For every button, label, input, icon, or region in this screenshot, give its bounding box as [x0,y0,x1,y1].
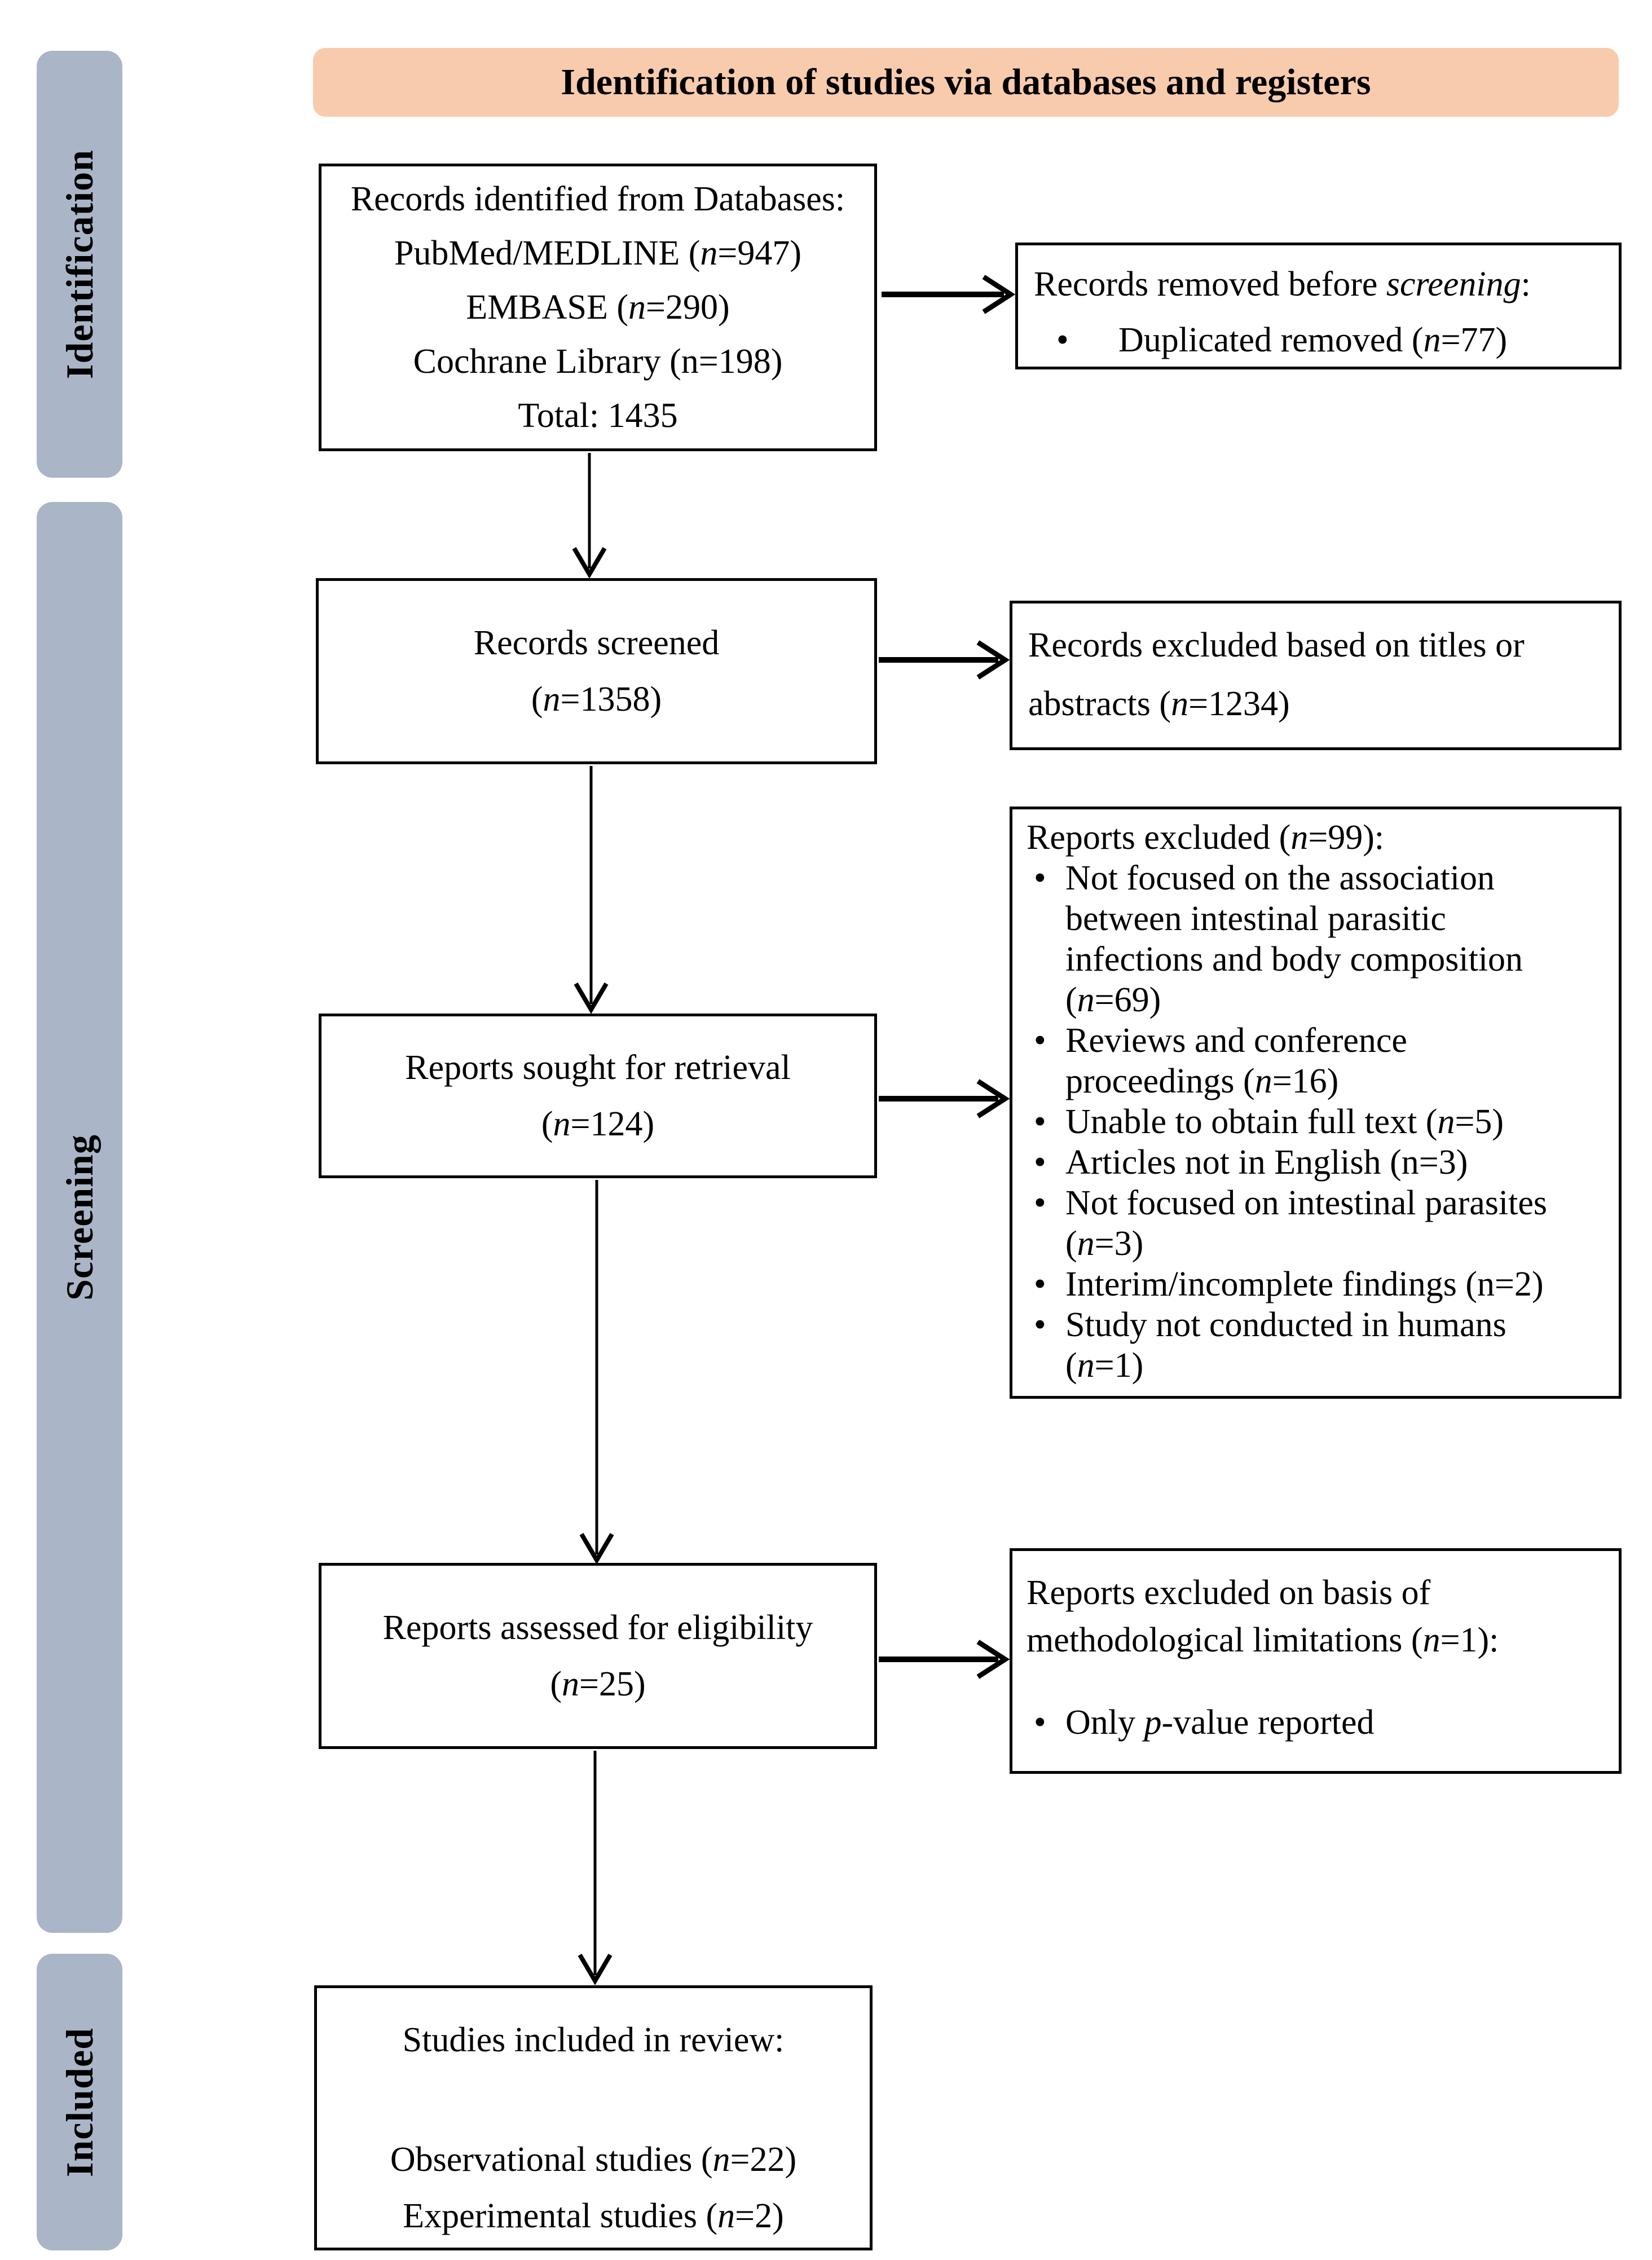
text-line: (n=25) [550,1665,646,1703]
text-line: Observational studies (n=22) [390,2140,797,2179]
bullet-marker: • [1056,321,1069,359]
text-line: Total: 1435 [518,397,678,435]
box-records-identified: Records identified from Databases: PubMe… [319,164,877,451]
text-line: PubMed/MEDLINE (n=947) [394,234,802,272]
text-line: Experimental studies (n=2) [403,2197,784,2235]
text-line: Studies included in review: [402,2021,785,2059]
bullet-marker: • [1034,859,1046,897]
bullet-marker: • [1034,1184,1046,1222]
arrow-identified-to-screened [572,453,607,579]
box-reports-excluded: Reports excluded (n=99): • Not focused o… [1010,807,1622,1399]
bullet-item: • Not focused on intestinal parasites (n… [1034,1184,1548,1263]
text-line: Reports sought for retrieval [405,1049,791,1087]
text-line: Reports excluded (n=99): [1027,818,1385,857]
arrow-screened-to-sought [574,766,609,1014]
diagram-title-banner: Identification of studies via databases … [313,48,1619,117]
text-line: Cochrane Library (n=198) [413,342,783,381]
bullet-item: • Duplicated removed (n=77) [1034,312,1602,368]
text-line: (n=124) [541,1105,655,1143]
text-line: Reports excluded on basis of methodologi… [1027,1574,1499,1659]
bullet-marker: • [1034,1103,1046,1141]
stage-bar-included: Included [37,1954,122,2250]
bullet-marker: • [1034,1143,1046,1182]
arrow-assessed-to-excluded-method [879,1640,1010,1679]
bullet-item: • Interim/incomplete findings (n=2) [1034,1265,1544,1303]
bullet-item: • Reviews and conference proceedings (n=… [1034,1021,1407,1100]
stage-label-identification: Identification [58,149,101,379]
box-reports-sought: Reports sought for retrieval (n=124) [319,1014,877,1178]
bullet-item: • Study not conducted in humans (n=1) [1034,1306,1506,1385]
bullet-marker: • [1034,1703,1046,1742]
arrow-sought-to-assessed [579,1180,614,1565]
box-records-excluded-titles: Records excluded based on titles or abst… [1010,601,1622,750]
arrow-identified-to-removed [882,275,1016,314]
bullet-marker: • [1034,1306,1046,1344]
box-studies-included: Studies included in review: Observationa… [314,1985,873,2250]
text-line: EMBASE (n=290) [466,288,730,327]
stage-label-included: Included [58,2027,101,2177]
text-line: Records excluded based on titles or abst… [1028,626,1525,723]
stage-bar-screening: Screening [37,502,122,1933]
arrow-assessed-to-included [578,1751,613,1985]
text-line: Records removed before screening: [1034,265,1531,303]
text-line: (n=1358) [531,680,662,719]
text-line: Records identified from Databases: [350,180,845,218]
box-records-screened: Records screened (n=1358) [316,578,877,764]
box-reports-excluded-methodological: Reports excluded on basis of methodologi… [1010,1548,1622,1774]
box-reports-assessed: Reports assessed for eligibility (n=25) [319,1563,877,1749]
bullet-marker: • [1034,1021,1046,1060]
bullet-item: • Not focused on the association between… [1034,859,1523,1019]
stage-bar-identification: Identification [37,51,122,478]
bullet-item: • Unable to obtain full text (n=5) [1034,1103,1504,1141]
bullet-item: • Articles not in English (n=3) [1034,1143,1468,1182]
arrow-screened-to-excluded-titles [879,640,1010,680]
bullet-item: • Only p-value reported [1012,1699,1619,1746]
text-line: Records screened [473,624,720,662]
box-records-removed: Records removed before screening: • Dupl… [1015,243,1622,369]
stage-label-screening: Screening [58,1134,101,1301]
text-line: Reports assessed for eligibility [382,1609,813,1647]
arrow-sought-to-excluded-reports [879,1079,1010,1118]
bullet-marker: • [1034,1265,1046,1303]
diagram-title: Identification of studies via databases … [561,61,1371,103]
